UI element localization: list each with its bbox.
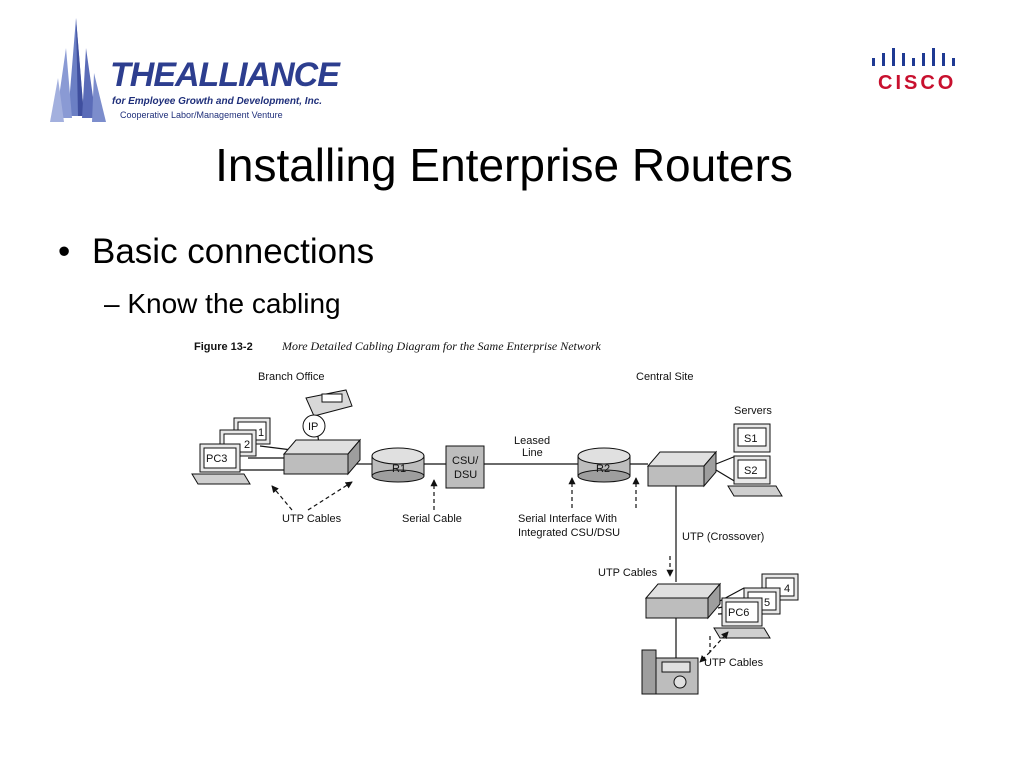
utp-cables-central-label: UTP Cables [598,567,658,579]
slide-title: Installing Enterprise Routers [215,139,793,191]
branch-office-label: Branch Office [258,371,324,383]
cisco-wordmark: CISCO [878,72,957,94]
bullet-marker: • [58,232,71,271]
pc5-label: 5 [764,597,770,609]
branch-switch [282,438,362,476]
central-switch-2 [644,582,722,620]
ip-phone-label: IP [308,421,318,433]
cabling-diagram: Figure 13-2 More Detailed Cabling Diagra… [191,339,799,695]
utp-cables-phone-label: UTP Cables [704,657,764,669]
pc3-label: PC3 [206,453,227,465]
router-r2: R2 [577,447,631,483]
alliance-logo: THEALLIANCE for Employee Growth and Deve… [48,18,340,126]
bullet-level-1: • Basic connections [58,232,374,272]
central-site-label: Central Site [636,371,693,383]
serial-interface-label-2: Integrated CSU/DSU [518,527,620,539]
bullet-text: Know the cabling [127,288,341,319]
r1-label: R1 [392,463,406,475]
figure-caption-title: More Detailed Cabling Diagram for the Sa… [281,339,602,353]
leased-line-label-2: Line [522,447,543,459]
r2-label: R2 [596,463,610,475]
bullet-marker: – [104,288,120,319]
dsu-label: DSU [454,469,477,481]
pc3-device: PC3 [191,443,251,485]
alliance-wordmark: THEALLIANCE [110,56,340,94]
leased-line-label-1: Leased [514,435,550,447]
cisco-logo: CISCO [868,44,964,100]
utp-crossover-label: UTP (Crossover) [682,531,764,543]
csu-label: CSU/ [452,455,479,467]
s1-label: S1 [744,433,757,445]
serial-cable-label: Serial Cable [402,513,462,525]
serial-interface-label-1: Serial Interface With [518,513,617,525]
ip-phone-branch: IP [302,389,353,438]
alliance-tagline: for Employee Growth and Development, Inc… [112,96,323,107]
cisco-bars-icon [872,48,955,66]
servers-label: Servers [734,405,772,417]
bullet-text: Basic connections [92,232,375,271]
pc4-device: 4 [761,573,799,601]
pc1-label: 1 [258,427,264,439]
server-s1: S1 [733,423,771,453]
csu-dsu-box: CSU/ DSU [445,445,485,489]
pc4-label: 4 [784,583,790,595]
utp-cables-branch-label: UTP Cables [282,513,342,525]
ip-phone-central [641,649,699,695]
pc6-device: PC6 [713,597,771,639]
alliance-subtagline: Cooperative Labor/Management Venture [120,110,283,120]
server-s2: S2 [727,455,783,497]
router-r1: R1 [371,447,425,483]
s2-label: S2 [744,465,757,477]
callout-arrows [271,477,729,663]
figure-caption-label: Figure 13-2 [194,341,253,353]
bullet-level-2: – Know the cabling [104,288,341,320]
central-switch [646,450,718,488]
alliance-tower-icon [50,18,106,122]
pc6-label: PC6 [728,607,749,619]
pc2-label: 2 [244,439,250,451]
